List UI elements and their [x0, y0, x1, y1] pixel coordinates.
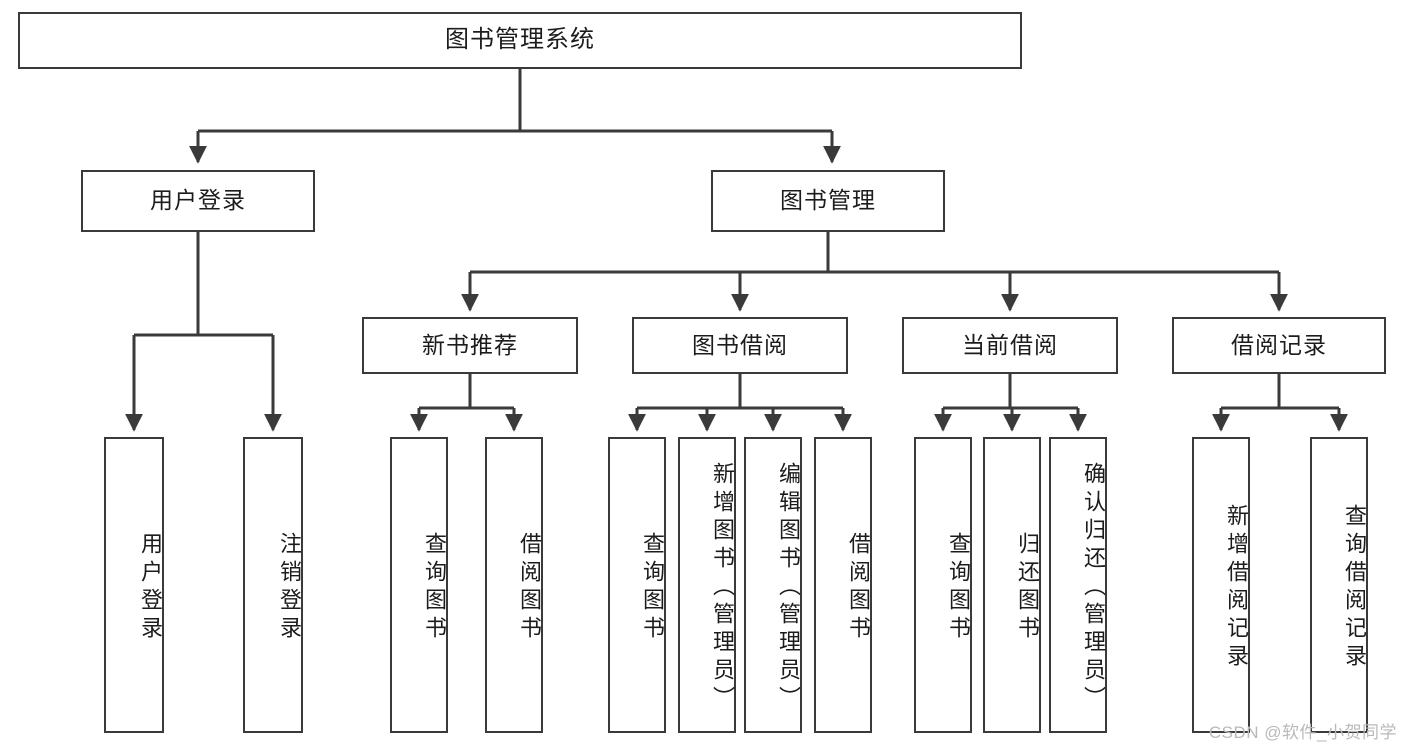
leaf-logout[interactable]: 注销登录	[243, 437, 303, 733]
leaf-return-books[interactable]: 归还图书	[983, 437, 1041, 733]
leaf-edit-book-admin[interactable]: 编辑图书（管理员）	[744, 437, 802, 733]
leaf-label: 新增借阅记录	[1224, 504, 1249, 672]
node-borrowing-records[interactable]: 借阅记录	[1172, 317, 1386, 374]
leaf-label: 确认归还（管理员）	[1081, 462, 1106, 714]
leaf-query-borrow-record[interactable]: 查询借阅记录	[1310, 437, 1368, 733]
watermark-text: CSDN @软件_小贺同学	[1208, 723, 1397, 742]
leaf-user-login[interactable]: 用户登录	[104, 437, 164, 733]
node-book-management[interactable]: 图书管理	[711, 170, 945, 232]
leaf-query-books-current[interactable]: 查询图书	[914, 437, 972, 733]
leaf-label: 新增图书（管理员）	[710, 462, 735, 714]
leaf-query-books-recommend[interactable]: 查询图书	[390, 437, 448, 733]
leaf-label: 借阅图书	[517, 532, 542, 644]
leaf-add-book-admin[interactable]: 新增图书（管理员）	[678, 437, 736, 733]
leaf-label: 用户登录	[138, 532, 163, 644]
node-current-borrowing[interactable]: 当前借阅	[902, 317, 1118, 374]
leaf-label: 编辑图书（管理员）	[776, 462, 801, 714]
leaf-add-borrow-record[interactable]: 新增借阅记录	[1192, 437, 1250, 733]
node-root-system[interactable]: 图书管理系统	[18, 12, 1022, 69]
node-new-book-recommendation[interactable]: 新书推荐	[362, 317, 578, 374]
leaf-borrow-books[interactable]: 借阅图书	[814, 437, 872, 733]
leaf-label: 注销登录	[277, 532, 302, 644]
leaf-borrow-books-recommend[interactable]: 借阅图书	[485, 437, 543, 733]
node-book-borrowing[interactable]: 图书借阅	[632, 317, 848, 374]
leaf-label: 查询图书	[640, 532, 665, 644]
leaf-label: 归还图书	[1015, 532, 1040, 644]
leaf-label: 查询图书	[946, 532, 971, 644]
node-user-login[interactable]: 用户登录	[81, 170, 315, 232]
leaf-label: 查询图书	[422, 532, 447, 644]
leaf-label: 借阅图书	[846, 532, 871, 644]
leaf-query-books-borrowing[interactable]: 查询图书	[608, 437, 666, 733]
leaf-label: 查询借阅记录	[1342, 504, 1367, 672]
leaf-confirm-return-admin[interactable]: 确认归还（管理员）	[1049, 437, 1107, 733]
